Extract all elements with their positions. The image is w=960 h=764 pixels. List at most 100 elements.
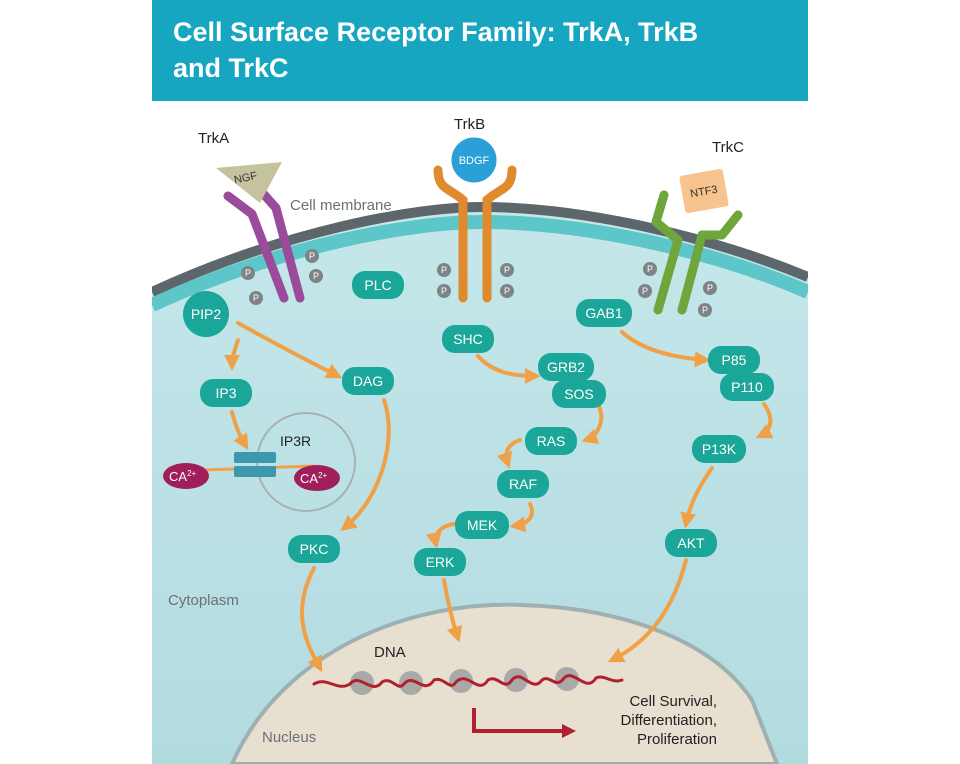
svg-text:PIP2: PIP2 xyxy=(191,306,222,322)
ngf-ligand: NGF xyxy=(216,162,282,203)
arrow-ip3-ip3r xyxy=(230,410,249,451)
arrow-sos-ras xyxy=(581,402,604,445)
svg-text:P85: P85 xyxy=(722,352,747,368)
trka-receptor xyxy=(223,185,305,303)
arrow-pip2-dag xyxy=(236,321,343,379)
phosphate-label: P xyxy=(642,286,648,296)
phosphate-label: P xyxy=(245,268,251,278)
phosphate-label: P xyxy=(309,251,315,261)
trka-phosphates: P P P P xyxy=(241,249,323,305)
calcium-base: CA xyxy=(300,471,318,486)
svg-text:PLC: PLC xyxy=(364,277,391,293)
phosphate-icon xyxy=(249,291,263,305)
trkb-receptor xyxy=(433,165,517,303)
phosphate-label: P xyxy=(504,265,510,275)
title-banner: Cell Surface Receptor Family: TrkA, TrkB… xyxy=(152,0,808,101)
arrow-pip2-ip3 xyxy=(224,338,241,371)
phosphate-icon xyxy=(241,266,255,280)
trkc-receptor xyxy=(651,190,743,315)
node-p110: P110 xyxy=(720,373,774,401)
ntf3-label: NTF3 xyxy=(689,184,718,201)
phosphate-label: P xyxy=(441,286,447,296)
node-raf: RAF xyxy=(497,470,549,498)
phosphate-label: P xyxy=(441,265,447,275)
phosphate-icon xyxy=(437,284,451,298)
arrow-dag-pkc xyxy=(340,398,391,531)
svg-text:RAF: RAF xyxy=(509,476,537,492)
bdgf-label: BDGF xyxy=(459,155,490,167)
phosphate-icon xyxy=(698,303,712,317)
trkb-phosphates: P P P P xyxy=(437,263,514,298)
ion-channel-icon xyxy=(234,466,276,477)
phosphate-label: P xyxy=(504,286,510,296)
svg-text:RAS: RAS xyxy=(537,433,566,449)
phosphate-icon xyxy=(500,284,514,298)
signaling-diagram: Cell membrane Cytoplasm Nucleus DNA TrkA… xyxy=(152,116,808,764)
pathway-arrows xyxy=(224,321,774,673)
outcome-line1: Cell Survival, xyxy=(629,693,717,710)
node-plc: PLC xyxy=(352,271,404,299)
phosphate-icon xyxy=(500,263,514,277)
calcium-base: CA xyxy=(169,469,187,484)
arrow-erk-dna xyxy=(442,578,463,643)
arrow-pkc-dna xyxy=(300,566,323,673)
svg-text:P110: P110 xyxy=(731,379,763,395)
arrow-akt-dna xyxy=(607,558,688,663)
svg-text:CA2+: CA2+ xyxy=(300,471,328,486)
arrow-raf-mek xyxy=(509,502,534,533)
ntf3-ligand: NTF3 xyxy=(679,168,729,214)
svg-text:P13K: P13K xyxy=(702,441,737,457)
ion-channel-icon xyxy=(234,452,276,463)
trkb-label: TrkB xyxy=(454,116,485,133)
arrow-gab1-p85 xyxy=(620,330,711,368)
svg-text:ERK: ERK xyxy=(426,554,455,570)
bdgf-ligand: BDGF xyxy=(448,134,500,186)
trkc-label: TrkC xyxy=(712,139,744,156)
calcium-ion-right: CA2+ xyxy=(294,465,340,491)
nucleosome-icon xyxy=(399,671,423,695)
phosphate-label: P xyxy=(647,264,653,274)
outcome-arrow xyxy=(472,708,576,738)
cell-membrane-outer xyxy=(152,201,808,297)
node-grb2: GRB2 xyxy=(538,353,594,381)
svg-text:SHC: SHC xyxy=(453,331,483,347)
figure-frame: Cell membrane Cytoplasm Nucleus DNA TrkA… xyxy=(152,0,808,764)
node-sos: SOS xyxy=(552,380,606,408)
svg-text:IP3: IP3 xyxy=(215,385,236,401)
dna-strand xyxy=(312,667,624,695)
phosphate-label: P xyxy=(707,283,713,293)
node-p85: P85 xyxy=(708,346,760,374)
phosphate-label: P xyxy=(313,271,319,281)
arrow-p110-p13k xyxy=(755,402,774,439)
arrow-ras-raf xyxy=(496,438,522,469)
phosphate-icon xyxy=(703,281,717,295)
phosphate-icon xyxy=(309,269,323,283)
node-mek: MEK xyxy=(455,511,509,539)
ip3r-label: IP3R xyxy=(280,433,311,449)
arrow-mek-erk xyxy=(425,522,456,549)
trka-label: TrkA xyxy=(198,130,229,147)
nucleosome-icon xyxy=(504,668,528,692)
trkc-phosphates: P P P P xyxy=(638,262,717,317)
svg-text:CA2+: CA2+ xyxy=(169,469,197,484)
page-title-line2: and TrkC xyxy=(173,53,289,83)
svg-text:GRB2: GRB2 xyxy=(547,359,585,375)
svg-text:SOS: SOS xyxy=(564,386,594,402)
calcium-charge: 2+ xyxy=(187,469,196,478)
nucleus-label: Nucleus xyxy=(262,729,316,746)
svg-text:GAB1: GAB1 xyxy=(585,305,623,321)
ngf-label: NGF xyxy=(233,170,258,187)
phosphate-icon xyxy=(638,284,652,298)
cytoplasm-label: Cytoplasm xyxy=(168,592,239,609)
page-title: Cell Surface Receptor Family: TrkA, TrkB… xyxy=(173,14,773,86)
calcium-charge: 2+ xyxy=(318,471,327,480)
node-pip2: PIP2 xyxy=(183,291,229,337)
phosphate-icon xyxy=(643,262,657,276)
svg-text:MEK: MEK xyxy=(467,517,498,533)
phosphate-icon xyxy=(305,249,319,263)
node-shc: SHC xyxy=(442,325,494,353)
phosphate-label: P xyxy=(253,293,259,303)
node-ras: RAS xyxy=(525,427,577,455)
node-dag: DAG xyxy=(342,367,394,395)
node-erk: ERK xyxy=(414,548,466,576)
